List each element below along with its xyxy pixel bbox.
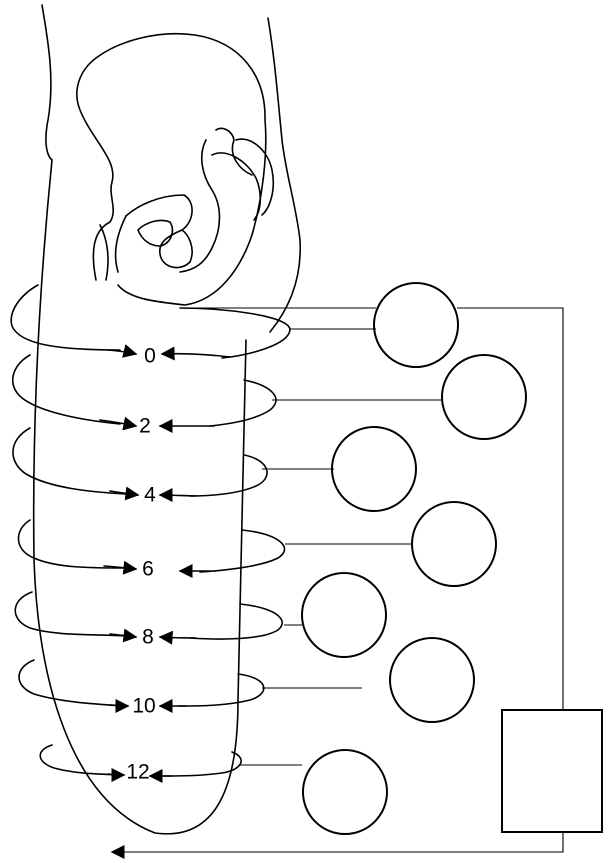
arrow-12-left — [107, 767, 126, 782]
coil-element-6 — [389, 637, 475, 723]
coil-element-1 — [373, 282, 459, 368]
arrow-4-left — [109, 486, 140, 501]
arrow-0-right — [160, 346, 231, 361]
neck-outline — [41, 4, 302, 333]
level-label-2: 2 — [139, 415, 151, 438]
arrow-8-left — [109, 628, 138, 643]
coil-loop-4 — [12, 427, 127, 495]
coil-loop-0 — [10, 284, 121, 351]
coil-element-2 — [441, 354, 527, 440]
level-label-12: 12 — [126, 761, 149, 784]
coil-loop-10 — [18, 659, 125, 707]
coil-element-5 — [301, 572, 387, 658]
coil-loop-10-right — [177, 673, 265, 707]
arrow-6-left — [103, 560, 138, 575]
arrow-4-right — [158, 488, 197, 503]
head-outline — [76, 32, 275, 306]
level-labels: 0 2 4 6 8 10 12 — [126, 345, 156, 784]
level-label-8: 8 — [142, 626, 154, 649]
coil-loop-12 — [39, 744, 123, 776]
arrow-10-left — [109, 698, 130, 713]
arrow-8-right — [158, 630, 197, 645]
level-arrows — [99, 344, 231, 783]
arrow-0-left — [107, 344, 138, 358]
coil-loop-0-right — [179, 307, 291, 359]
level-label-4: 4 — [144, 484, 156, 507]
body-outline — [32, 159, 247, 835]
level-label-10: 10 — [132, 695, 155, 718]
coil-loop-12-right — [163, 751, 242, 777]
coil-loop-4-right — [189, 454, 268, 497]
coil-loop-8-right — [189, 603, 283, 640]
level-label-6: 6 — [142, 558, 154, 581]
coil-loop-8 — [14, 591, 127, 637]
coil-loop-6 — [17, 519, 125, 569]
level-label-0: 0 — [144, 345, 156, 368]
control-box — [501, 709, 603, 833]
connector-wires — [118, 307, 564, 853]
coil-element-4 — [411, 501, 497, 587]
coil-loop-2-right — [209, 379, 277, 427]
coil-elements — [301, 282, 527, 835]
coil-loops — [10, 284, 291, 777]
coil-element-3 — [331, 426, 417, 512]
coil-element-7 — [302, 749, 388, 835]
coil-loop-2 — [11, 354, 121, 425]
coil-loop-6-right — [199, 529, 286, 573]
arrow-2-left — [99, 416, 138, 431]
